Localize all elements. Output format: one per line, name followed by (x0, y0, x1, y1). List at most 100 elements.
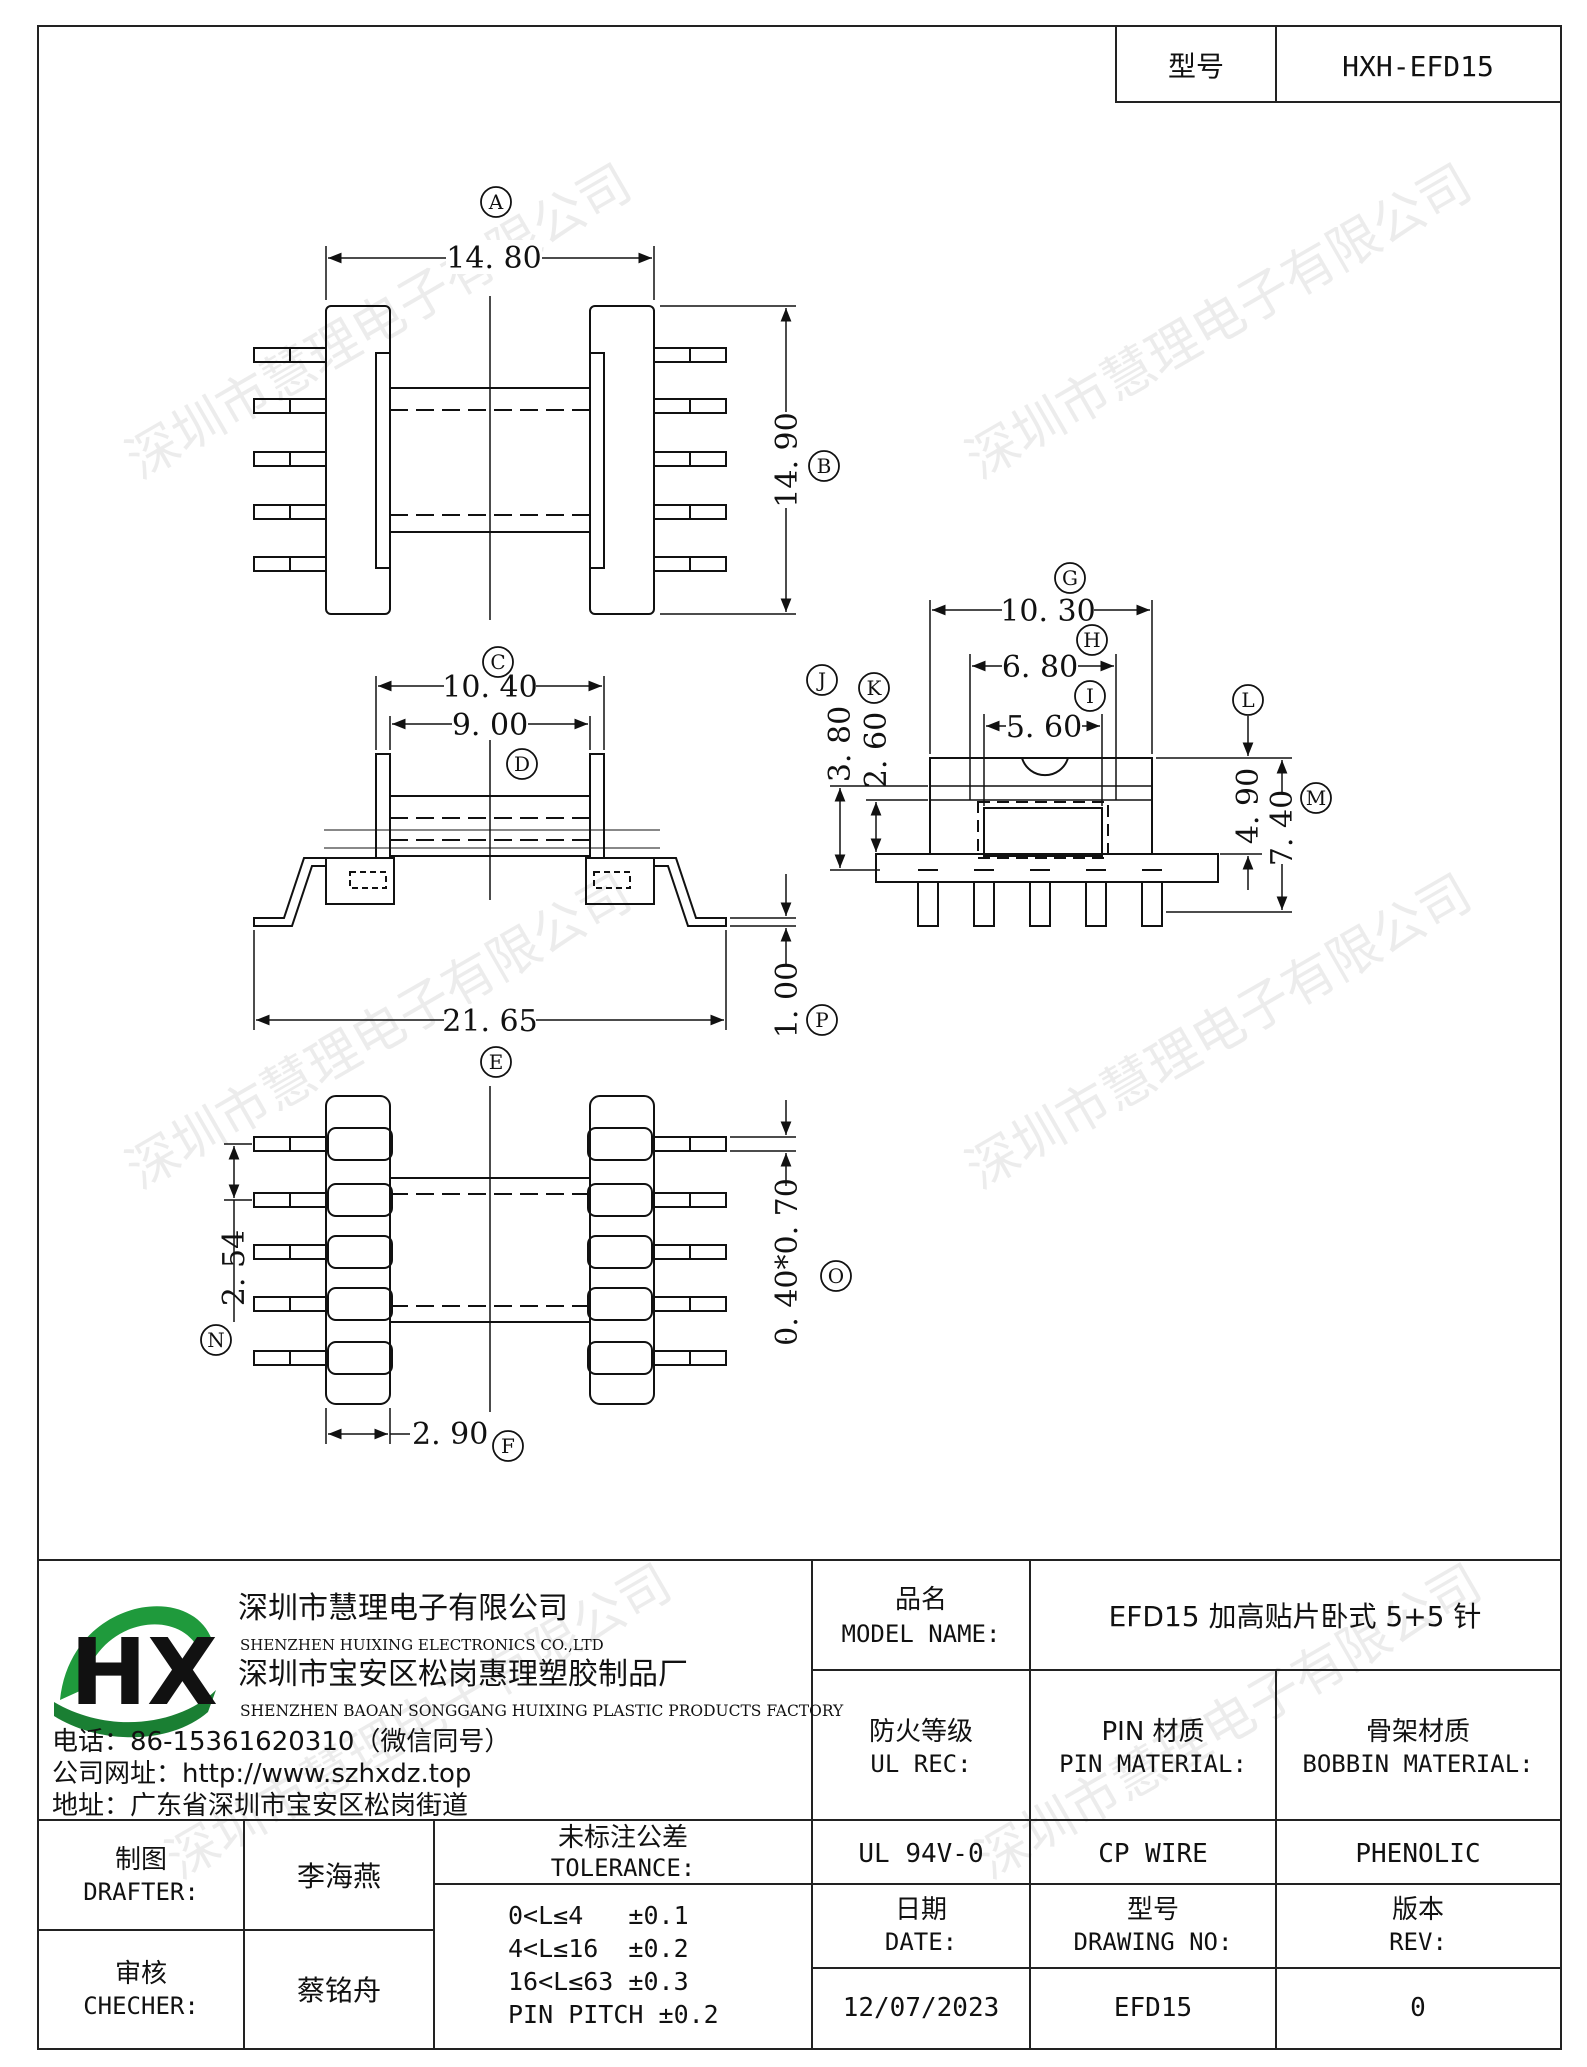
logo-text: HX (70, 1619, 218, 1726)
watermark: 深圳市慧理电子有限公司 (117, 863, 642, 1201)
dim-l: 4. 90 (1231, 768, 1266, 844)
drafter-name: 李海燕 (297, 1860, 381, 1893)
rev-value: 0 (1410, 1993, 1426, 2023)
callout-n: N (200, 1324, 232, 1356)
svg-text:10. 40: 10. 40 (442, 670, 537, 705)
bottom-view-pins (253, 1136, 727, 1366)
svg-text:4. 90: 4. 90 (1231, 768, 1266, 844)
callout-labels: A B C D E P G H I J K L M N O F (200, 186, 1332, 1462)
svg-text:2. 90: 2. 90 (412, 1417, 488, 1452)
company-logo: HX (54, 1606, 218, 1738)
tolerance-row: 16<L≤63 ±0.3 (508, 1967, 689, 1996)
dim-f: 2. 90 (412, 1417, 488, 1452)
dim-m: 7. 40 (1265, 790, 1300, 866)
bobbin-label-en: BOBBIN MATERIAL: (1302, 1750, 1533, 1778)
sheet-border (37, 25, 1562, 2050)
pin-label-cn: PIN 材质 (1101, 1717, 1204, 1747)
dim-h: 6. 80 (1002, 650, 1078, 685)
callout-g: G (1054, 562, 1086, 594)
svg-text:N: N (207, 1328, 225, 1352)
dim-a: 14. 80 (446, 240, 542, 276)
header-model-box: 型号 HXH-EFD15 (1115, 25, 1562, 103)
factory-name-cn: 深圳市宝安区松岗惠理塑胶制品厂 (238, 1657, 688, 1692)
svg-text:7. 40: 7. 40 (1265, 790, 1300, 866)
dim-o: 0. 40*0. 70 (770, 1178, 805, 1346)
svg-text:P: P (815, 1008, 828, 1032)
svg-text:G: G (1062, 566, 1078, 590)
svg-text:2. 60: 2. 60 (859, 712, 894, 788)
top-view (253, 246, 796, 620)
title-block (38, 1559, 1561, 2049)
watermark: 深圳市慧理电子有限公司 (957, 863, 1482, 1201)
tolerance-label-en: TOLERANCE: (551, 1854, 696, 1882)
ul-label-en: UL REC: (870, 1750, 971, 1778)
callout-o: O (820, 1260, 852, 1292)
svg-text:14. 90: 14. 90 (770, 412, 805, 507)
tolerance-row: 0<L≤4 ±0.1 (508, 1901, 689, 1930)
svg-text:I: I (1086, 684, 1094, 708)
svg-text:B: B (817, 454, 832, 478)
callout-p: P (806, 1004, 838, 1036)
rev-label-en: REV: (1389, 1928, 1447, 1956)
svg-text:0. 40*0. 70: 0. 40*0. 70 (770, 1178, 805, 1346)
callout-j: J (806, 664, 838, 696)
pin-value: CP WIRE (1098, 1839, 1208, 1869)
checker-label-cn: 审核 (115, 1959, 167, 1989)
dim-j: 3. 80 (823, 706, 858, 782)
svg-text:6. 80: 6. 80 (1002, 650, 1078, 685)
drafter-label-cn: 制图 (115, 1845, 167, 1875)
svg-text:M: M (1306, 786, 1326, 810)
drawing-no-value: EFD15 (1114, 1993, 1192, 2023)
callout-c: C (482, 646, 514, 678)
bobbin-value: PHENOLIC (1355, 1839, 1480, 1869)
svg-text:C: C (490, 650, 505, 674)
svg-text:D: D (514, 752, 530, 776)
factory-name-en: SHENZHEN BAOAN SONGGANG HUIXING PLASTIC … (240, 1702, 844, 1720)
company-phone: 电话：86-15361620310（微信同号） (52, 1727, 510, 1757)
tolerance-row: PIN PITCH ±0.2 (508, 2000, 719, 2029)
callout-e: E (480, 1046, 512, 1078)
bottom-view (224, 1086, 796, 1444)
svg-text:L: L (1241, 688, 1254, 712)
callout-d: D (506, 748, 538, 780)
svg-text:9. 00: 9. 00 (452, 708, 528, 743)
svg-text:A: A (488, 190, 504, 214)
dim-b: 14. 90 (770, 412, 805, 508)
callout-h: H (1076, 624, 1108, 656)
bobbin-label-cn: 骨架材质 (1366, 1717, 1470, 1747)
pin-label-en: PIN MATERIAL: (1059, 1750, 1247, 1778)
svg-text:21. 65: 21. 65 (442, 1004, 537, 1039)
drafter-label-en: DRAFTER: (83, 1878, 199, 1906)
ul-label-cn: 防火等级 (869, 1717, 973, 1747)
model-name-label-en: MODEL NAME: (842, 1620, 1001, 1648)
company-address: 地址：广东省深圳市宝安区松岗街道 (52, 1791, 468, 1821)
dim-k: 2. 60 (859, 712, 894, 788)
model-value: HXH-EFD15 (1342, 50, 1494, 83)
date-value: 12/07/2023 (843, 1993, 1000, 2023)
tolerance-label-cn: 未标注公差 (558, 1823, 688, 1853)
dim-i: 5. 60 (1006, 710, 1082, 745)
dim-p: 1. 00 (770, 962, 805, 1038)
callout-m: M (1300, 782, 1332, 814)
svg-text:14. 80: 14. 80 (446, 241, 541, 276)
side-view-pins (917, 869, 1163, 927)
dim-g: 10. 30 (1000, 594, 1096, 629)
callout-l: L (1232, 684, 1264, 716)
svg-text:3. 80: 3. 80 (823, 706, 858, 782)
company-name-en: SHENZHEN HUIXING ELECTRONICS CO.,LTD (240, 1636, 604, 1654)
svg-text:1. 00: 1. 00 (770, 962, 805, 1038)
checker-name: 蔡铭舟 (297, 1974, 381, 2007)
callout-k: K (858, 672, 890, 704)
dim-n: 2. 54 (217, 1230, 252, 1306)
dim-d: 9. 00 (452, 708, 528, 743)
rev-label-cn: 版本 (1392, 1895, 1444, 1925)
drawing-no-label-cn: 型号 (1127, 1895, 1179, 1925)
svg-text:O: O (828, 1264, 844, 1288)
svg-text:F: F (501, 1434, 515, 1458)
svg-text:J: J (816, 668, 826, 692)
date-label-cn: 日期 (895, 1895, 947, 1925)
drawing-no-label-en: DRAWING NO: (1074, 1928, 1233, 1956)
checker-label-en: CHECHER: (83, 1992, 199, 2020)
tolerance-row: 4<L≤16 ±0.2 (508, 1934, 689, 1963)
